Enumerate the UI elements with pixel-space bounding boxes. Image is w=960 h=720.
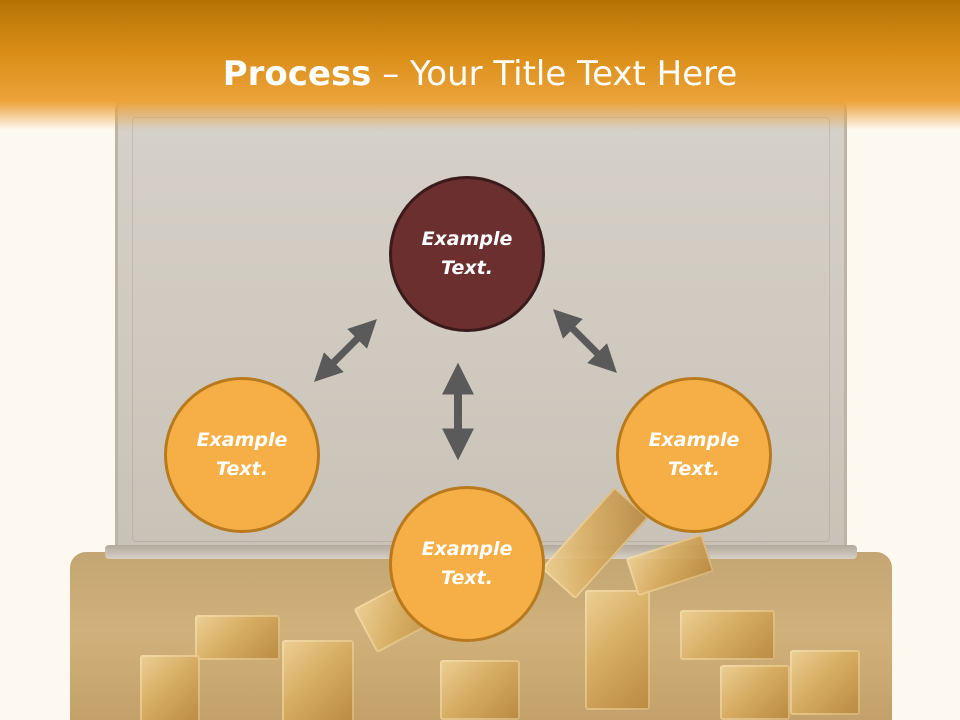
node-label: Example Text. — [421, 538, 513, 589]
node-label: Example Text. — [421, 228, 513, 279]
gold-bar — [140, 655, 200, 720]
gold-bar — [680, 610, 775, 660]
gold-bar — [790, 650, 860, 715]
title-band — [0, 0, 960, 130]
gold-bar — [585, 590, 650, 710]
slide-title: Process – Your Title Text Here — [0, 52, 960, 96]
title-bold: Process — [222, 54, 372, 94]
gold-bar — [282, 640, 354, 720]
node-label: Example Text. — [196, 429, 288, 480]
double-arrow-icon — [314, 319, 377, 382]
process-node-left[interactable]: Example Text. — [164, 377, 320, 533]
title-rest: – Your Title Text Here — [371, 54, 738, 94]
gold-bar — [720, 665, 790, 720]
double-arrow-icon — [553, 309, 617, 373]
process-node-top[interactable]: Example Text. — [389, 176, 545, 332]
process-node-right[interactable]: Example Text. — [616, 377, 772, 533]
node-label: Example Text. — [648, 429, 740, 480]
gold-bar — [440, 660, 520, 720]
gold-bar — [195, 615, 280, 660]
process-node-bottom[interactable]: Example Text. — [389, 486, 545, 642]
